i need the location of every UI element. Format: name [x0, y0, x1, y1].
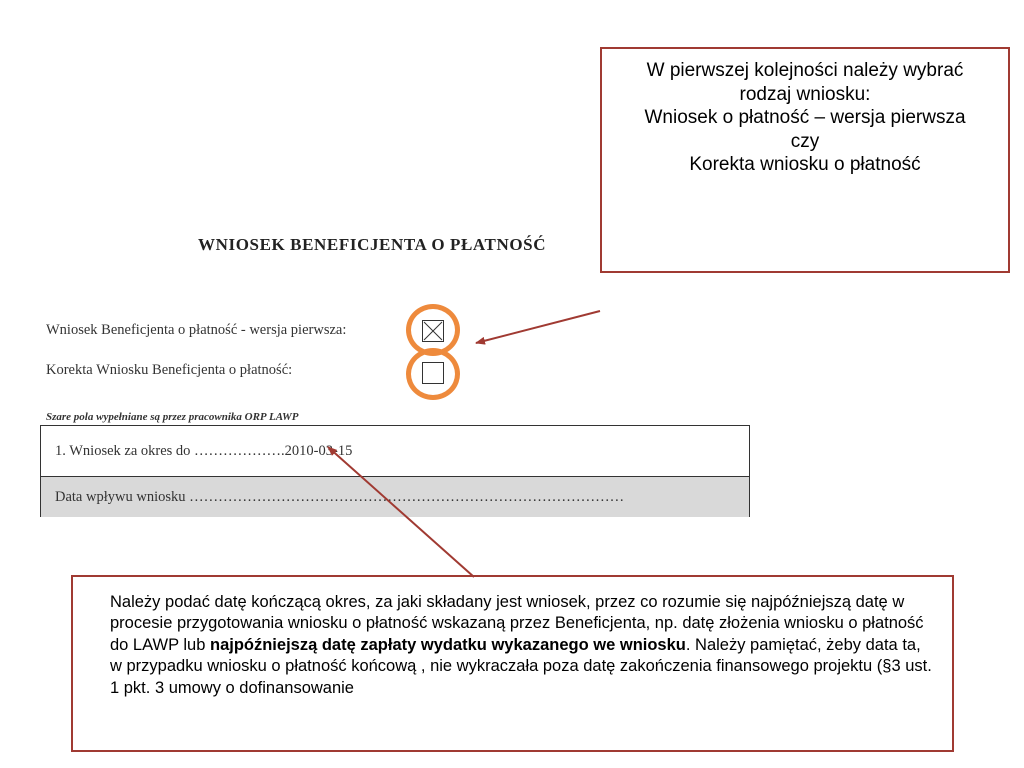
top-callout-line-5: Korekta wniosku o płatność [689, 154, 921, 175]
bottom-callout-text-2: . Należy pamiętać, żeby data ta, w przyp… [110, 635, 932, 697]
period-end-row[interactable]: 1. Wniosek za okres do ……………….2010-03-15 [55, 443, 353, 459]
form-title: WNIOSEK BENEFICJENTA O PŁATNOŚĆ [198, 235, 547, 254]
top-callout-line-3: Wniosek o płatność – wersja pierwsza [644, 107, 966, 128]
option-first-version-label: Wniosek Beneficjenta o płatność - wersja… [46, 322, 347, 338]
top-callout-line-4: czy [790, 130, 820, 152]
bottom-callout-text-1: Należy podać datę kończącą okres, za jak… [110, 593, 924, 654]
form-table: 1. Wniosek za okres do ……………….2010-03-15… [40, 425, 750, 517]
highlight-ring-correction [406, 348, 460, 400]
bottom-callout-bold-text: najpóźniejszą datę zapłaty wydatku wykaz… [209, 635, 686, 654]
top-callout: W pierwszej kolejności należy wybrać rod… [600, 47, 1010, 273]
option-correction-label: Korekta Wniosku Beneficjenta o płatność: [46, 362, 293, 378]
top-callout-line-2: rodzaj wniosku: [739, 83, 871, 105]
gray-fields-note: Szare pola wypełniane są przez pracownik… [46, 411, 299, 423]
top-callout-line-1: W pierwszej kolejności należy wybrać [646, 60, 964, 81]
arrow-to-checkbox [475, 310, 601, 345]
receipt-date-row: Data wpływu wniosku ……………………………………………………… [41, 476, 749, 517]
bottom-callout: Należy podać datę kończącą okres, za jak… [71, 575, 954, 752]
